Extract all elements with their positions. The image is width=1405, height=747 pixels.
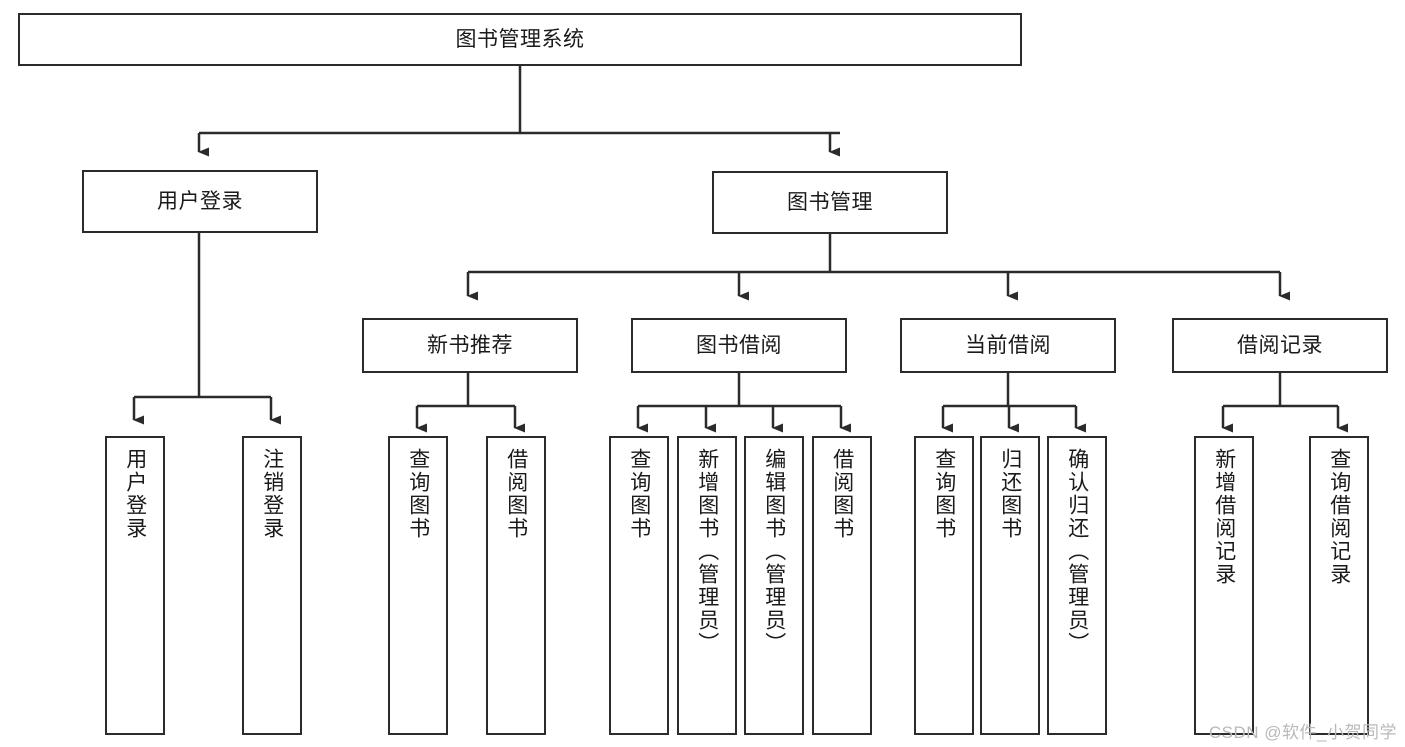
leaf-user-login-signin[interactable]: 用户登录 <box>105 436 165 735</box>
csdn-watermark: CSDN @软件_小贺同学 <box>1208 723 1397 742</box>
node-label: 新增图书（管理员） <box>695 448 719 655</box>
node-label: 当前借阅 <box>965 333 1051 357</box>
leaf-book-borrow-borrow-book[interactable]: 借阅图书 <box>812 436 872 735</box>
node-new-book-recommend[interactable]: 新书推荐 <box>362 318 578 373</box>
node-label: 编辑图书（管理员） <box>762 448 786 655</box>
node-borrow-record[interactable]: 借阅记录 <box>1172 318 1388 373</box>
node-label: 新增借阅记录 <box>1212 448 1236 586</box>
node-label: 借阅记录 <box>1237 333 1323 357</box>
node-book-management[interactable]: 图书管理 <box>712 171 948 234</box>
node-current-borrow[interactable]: 当前借阅 <box>900 318 1116 373</box>
node-label: 查询图书 <box>627 448 651 540</box>
node-label: 图书管理系统 <box>455 27 585 51</box>
leaf-new-book-borrow-book[interactable]: 借阅图书 <box>486 436 546 735</box>
node-label: 借阅图书 <box>830 448 854 540</box>
leaf-book-borrow-add-book[interactable]: 新增图书（管理员） <box>677 436 737 735</box>
leaf-new-book-query-book[interactable]: 查询图书 <box>388 436 448 735</box>
leaf-current-borrow-confirm-return[interactable]: 确认归还（管理员） <box>1047 436 1107 735</box>
node-user-login[interactable]: 用户登录 <box>82 170 318 233</box>
node-label: 借阅图书 <box>504 448 528 540</box>
node-label: 图书管理 <box>787 190 873 214</box>
leaf-current-borrow-return-book[interactable]: 归还图书 <box>980 436 1040 735</box>
node-root-book-management-system[interactable]: 图书管理系统 <box>18 13 1022 66</box>
node-label: 归还图书 <box>998 448 1022 540</box>
leaf-book-borrow-edit-book[interactable]: 编辑图书（管理员） <box>744 436 804 735</box>
node-label: 图书借阅 <box>696 333 782 357</box>
node-label: 查询借阅记录 <box>1327 448 1351 586</box>
leaf-user-login-signout[interactable]: 注销登录 <box>242 436 302 735</box>
leaf-current-borrow-query-book[interactable]: 查询图书 <box>914 436 974 735</box>
node-label: 用户登录 <box>157 189 243 213</box>
leaf-borrow-record-query-record[interactable]: 查询借阅记录 <box>1309 436 1369 735</box>
node-label: 确认归还（管理员） <box>1065 448 1089 655</box>
node-label: 查询图书 <box>932 448 956 540</box>
node-label: 用户登录 <box>123 448 147 540</box>
node-label: 注销登录 <box>260 448 284 540</box>
node-book-borrow[interactable]: 图书借阅 <box>631 318 847 373</box>
node-label: 查询图书 <box>406 448 430 540</box>
node-label: 新书推荐 <box>427 333 513 357</box>
leaf-borrow-record-add-record[interactable]: 新增借阅记录 <box>1194 436 1254 735</box>
leaf-book-borrow-query-book[interactable]: 查询图书 <box>609 436 669 735</box>
